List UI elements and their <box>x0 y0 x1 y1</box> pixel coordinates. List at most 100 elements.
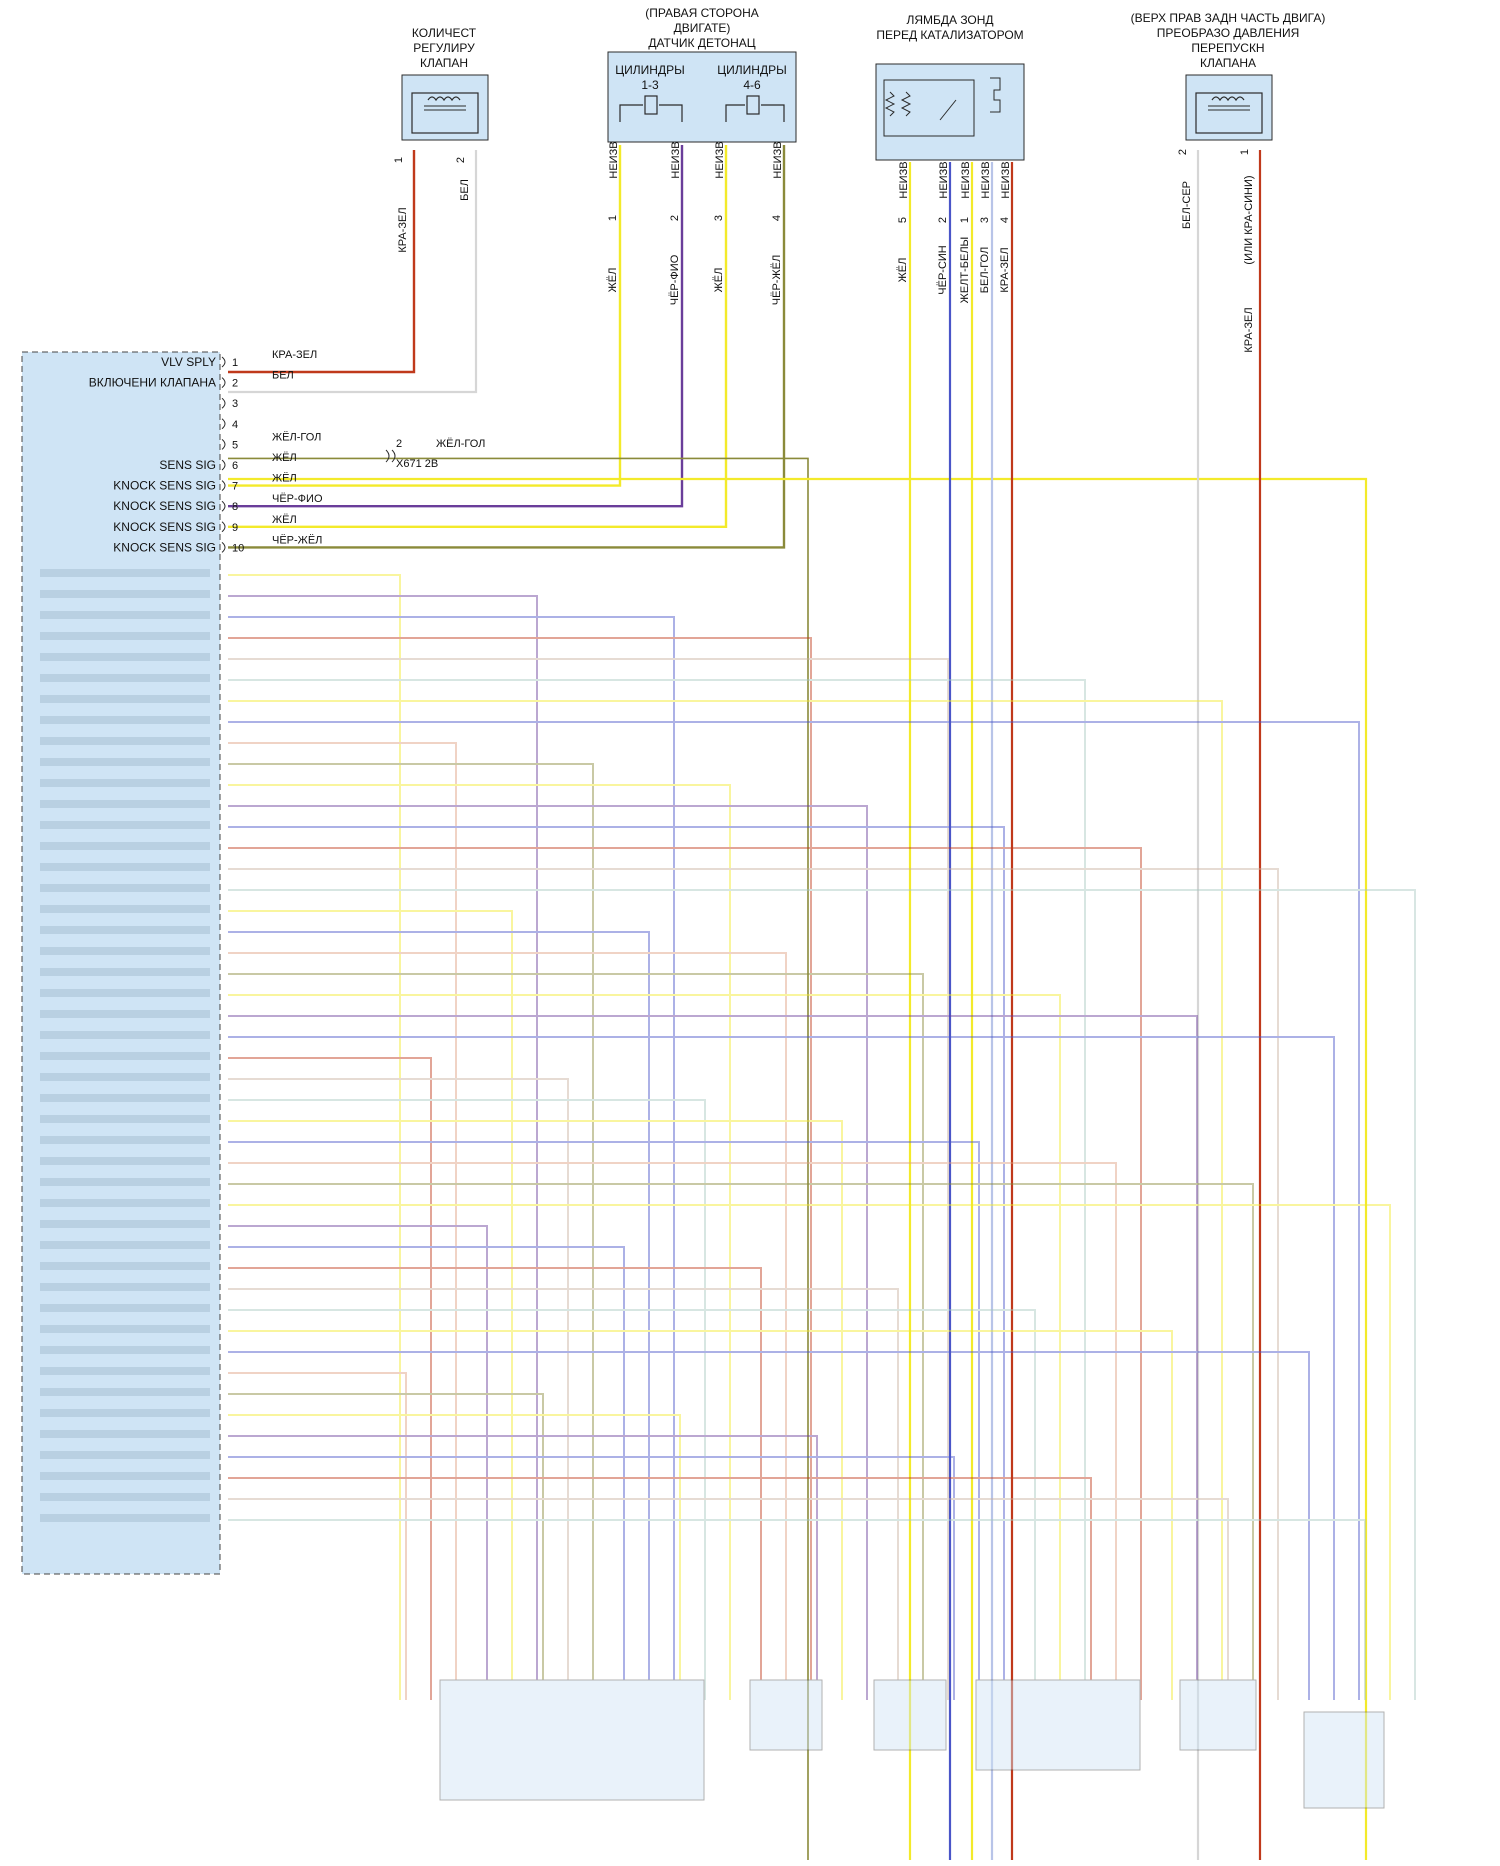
ecm-pin-number: 6 <box>232 460 238 472</box>
lambda-pin-number: 3 <box>979 217 991 223</box>
faded-pin-label <box>40 758 210 766</box>
pin-note: НЕИЗВ <box>608 141 620 178</box>
faded-pin-label <box>40 1325 210 1333</box>
faded-pin-label <box>40 674 210 682</box>
faded-pin-label <box>40 1409 210 1417</box>
wires-layer <box>228 145 1366 1860</box>
faded-wire <box>228 932 649 1700</box>
ecm-pin-signal: KNOCK SENS SIG <box>113 540 216 554</box>
pin-terminal-icon <box>222 398 225 408</box>
wire-label: ЖЁЛ <box>607 268 619 293</box>
faded-wire <box>228 785 730 1700</box>
faded-pin-label <box>40 968 210 976</box>
connector-icon <box>386 450 395 462</box>
lambda-title-line1: ЛЯМБДА ЗОНД <box>906 13 993 27</box>
faded-pin-label <box>40 1388 210 1396</box>
ecm-wire-color: ЖЁЛ-ГОЛ <box>272 431 321 443</box>
faded-wire <box>228 827 1004 1700</box>
faded-pin-label <box>40 1031 210 1039</box>
faded-pin-label <box>40 1304 210 1312</box>
faded-wire <box>228 617 674 1700</box>
faded-pin-label <box>40 800 210 808</box>
connector-x671: 2 X671 2B ЖЁЛ-ГОЛ <box>386 438 485 470</box>
quantity-control-valve: КОЛИЧЕСТ РЕГУЛИРУ КЛАПАН 1 2 <box>393 26 488 163</box>
wire-label: ЧЁР-ФИО <box>669 254 681 305</box>
lambda-pin-number: 2 <box>937 217 949 223</box>
wire-label: ЖЁЛ <box>713 268 725 293</box>
ecm-pin-number: 3 <box>232 398 238 410</box>
wire-vcv-1 <box>228 150 414 372</box>
faded-wire <box>228 1079 568 1700</box>
knock-group1-label: ЦИЛИНДРЫ <box>615 63 684 77</box>
wire-label: ЖЁЛ <box>897 258 909 283</box>
wire-label: БЕЛ <box>459 179 471 201</box>
knock-pin-number: 4 <box>771 215 783 221</box>
faded-pin-label <box>40 926 210 934</box>
knock-pin-number: 1 <box>607 215 619 221</box>
faded-pin-label <box>40 569 210 577</box>
faded-wire <box>228 1016 1197 1700</box>
wire-pin6 <box>228 479 1366 1860</box>
faded-wire <box>228 1457 954 1700</box>
bypass-pressure-converter: (ВЕРХ ПРАВ ЗАДН ЧАСТЬ ДВИГА) ПРЕОБРАЗО Д… <box>1131 11 1326 155</box>
faded-component <box>976 1680 1140 1770</box>
vcv-title-line3: КЛАПАН <box>420 56 468 70</box>
faded-wire <box>228 1436 817 1700</box>
wire-knock-4 <box>228 145 784 547</box>
faded-wire <box>228 596 537 1700</box>
pin-note: НЕИЗВ <box>960 161 972 198</box>
faded-wire <box>228 1163 1116 1700</box>
connector-name: X671 2B <box>396 458 438 470</box>
lower-section-faded <box>40 569 1415 1808</box>
faded-pin-label <box>40 1367 210 1375</box>
faded-pin-label <box>40 1094 210 1102</box>
ecm-pin-signal: SENS SIG <box>159 458 216 472</box>
wire-pin5 <box>228 458 808 1860</box>
faded-pin-label <box>40 1073 210 1081</box>
knock-pin-number: 2 <box>669 215 681 221</box>
faded-pin-label <box>40 989 210 997</box>
bypass-title-line3: ПЕРЕПУСКН <box>1191 41 1264 55</box>
bypass-pin-2: 2 <box>1177 149 1189 155</box>
faded-pin-label <box>40 1115 210 1123</box>
faded-pin-label <box>40 779 210 787</box>
faded-pin-label <box>40 611 210 619</box>
knock-title-line2: ДВИГАТЕ) <box>674 21 731 35</box>
connector-pin: 2 <box>396 438 402 450</box>
pin-note: НЕИЗВ <box>714 141 726 178</box>
bypass-title-line4: КЛАПАНА <box>1200 56 1256 70</box>
faded-wire <box>228 1100 705 1700</box>
vcv-title-line1: КОЛИЧЕСТ <box>412 26 477 40</box>
labels-layer: VLV SPLY1КРА-ЗЕЛВКЛЮЧЕНИ КЛАПАНА2БЕЛ345Ж… <box>89 141 1255 554</box>
faded-pin-label <box>40 1472 210 1480</box>
wire-label: ЧЁР-СИН <box>937 245 949 295</box>
wire-label: БЕЛ-ГОЛ <box>979 247 991 293</box>
faded-component <box>874 1680 946 1750</box>
faded-pin-label <box>40 1199 210 1207</box>
wire-label: ЖЕЛТ-БЕЛЫ <box>959 237 971 304</box>
pin-terminal-icon <box>222 419 225 429</box>
pin-terminal-icon <box>222 542 225 552</box>
bypass-title-line1: (ВЕРХ ПРАВ ЗАДН ЧАСТЬ ДВИГА) <box>1131 11 1326 25</box>
wire-label: ЧЁР-ЖЁЛ <box>771 255 783 305</box>
ecm-pin-number: 7 <box>232 481 238 493</box>
pin-terminal-icon <box>222 501 225 511</box>
pin-terminal-icon <box>222 378 225 388</box>
vcv-pin-1: 1 <box>393 157 405 163</box>
faded-pin-label <box>40 716 210 724</box>
vcv-pin-2: 2 <box>455 157 467 163</box>
faded-wire <box>228 701 1222 1700</box>
faded-wire <box>228 1520 1365 1700</box>
lambda-pin-number: 1 <box>959 217 971 223</box>
ecm-pin-number: 4 <box>232 419 238 431</box>
faded-wire <box>228 1394 543 1700</box>
faded-wire <box>228 638 811 1700</box>
bypass-pin-1: 1 <box>1239 149 1251 155</box>
faded-component <box>750 1680 822 1750</box>
pin-note: НЕИЗВ <box>1000 161 1012 198</box>
knock-group2-cyl: 4-6 <box>743 78 761 92</box>
faded-component <box>1180 1680 1256 1750</box>
faded-pin-label <box>40 1157 210 1165</box>
wire-label: КРА-ЗЕЛ <box>999 247 1011 292</box>
